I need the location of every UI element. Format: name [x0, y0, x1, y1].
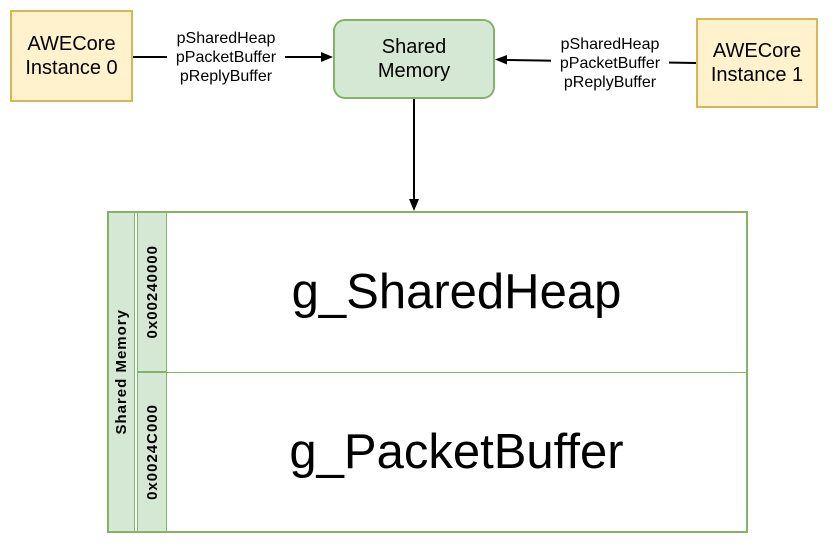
- region-cell-0: g_SharedHeap: [167, 213, 746, 373]
- address-label: 0x0024C000: [143, 404, 161, 500]
- table-region-column: g_SharedHeap g_PacketBuffer: [167, 213, 746, 531]
- pointer-label: pSharedHeap: [176, 30, 276, 47]
- pointer-label: pPacketBuffer: [175, 49, 277, 66]
- pointer-label: pPacketBuffer: [559, 55, 661, 72]
- address-label: 0x00240000: [143, 245, 161, 339]
- pointer-label: pSharedHeap: [560, 36, 660, 53]
- node-awecore-instance-0: AWECore Instance 0: [10, 10, 133, 102]
- arrowhead-down-icon: [409, 199, 419, 211]
- address-cell-0: 0x00240000: [138, 213, 166, 373]
- edge-labels-left: pSharedHeap pPacketBuffer pReplyBuffer: [167, 29, 285, 86]
- arrowhead-left-icon: [495, 55, 507, 65]
- pointer-label: pReplyBuffer: [179, 68, 273, 85]
- node-shared-memory: Shared Memory: [333, 19, 495, 99]
- region-label: g_PacketBuffer: [289, 424, 624, 479]
- table-side-cell: Shared Memory: [109, 213, 135, 531]
- address-cell-1: 0x0024C000: [138, 373, 166, 531]
- table-address-column: 0x00240000 0x0024C000: [137, 213, 167, 531]
- shared-memory-table: Shared Memory 0x00240000 0x0024C000 g_Sh…: [107, 211, 748, 533]
- edge-labels-right: pSharedHeap pPacketBuffer pReplyBuffer: [551, 35, 669, 92]
- arrow-shared-memory-to-table: [409, 99, 419, 211]
- region-cell-1: g_PacketBuffer: [167, 372, 746, 531]
- table-side-label: Shared Memory: [113, 309, 130, 435]
- region-label: g_SharedHeap: [291, 265, 622, 320]
- arrowhead-right-icon: [321, 52, 333, 62]
- pointer-label: pReplyBuffer: [563, 74, 657, 91]
- node-awecore-instance-1: AWECore Instance 1: [696, 18, 818, 108]
